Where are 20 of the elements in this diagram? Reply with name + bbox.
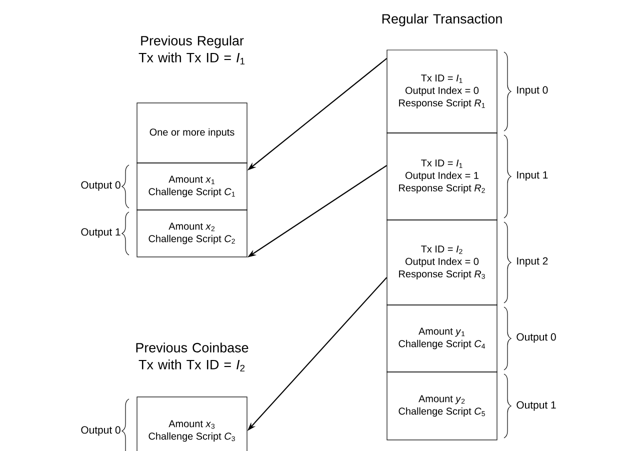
record-cell: Tx ID = I$_{1}$ Output Index = 1 Response Script R$_{2}$ [386, 132, 498, 220]
brace-label: Output 1 [81, 228, 120, 238]
heading: Previous Regular Tx with Tx ID = I$_{1}$ [138, 36, 245, 64]
heading: Previous Coinbase Tx with Tx ID = I$_{2}$ [136, 342, 248, 372]
record-cell: Amount x$_{3}$ Challenge Script C$_{3}$ [136, 396, 248, 451]
record-cell: Amount y$_{2}$ Challenge Script C$_{5}$ [386, 372, 498, 440]
heading: Regular Transaction [382, 14, 502, 26]
brace-label: Output 0 [516, 333, 556, 343]
record-cell: Tx ID = I$_{1}$ Output Index = 0 Response Script R$_{1}$ [386, 50, 498, 134]
brace-label: Input 2 [517, 257, 548, 267]
record-cell: Tx ID = I$_{2}$ Output Index = 0 Response Script R$_{3}$ [386, 220, 498, 306]
record-cell: One or more inputs [136, 102, 248, 164]
brace-label: Output 0 [81, 426, 120, 436]
brace-label: Output 1 [516, 401, 556, 411]
brace-label: Output 0 [81, 181, 120, 191]
record-cell: Amount y$_{1}$ Challenge Script C$_{4}$ [386, 304, 498, 372]
brace-label: Input 1 [517, 171, 548, 181]
brace-label: Input 0 [517, 86, 548, 96]
record-cell: Amount x$_{2}$ Challenge Script C$_{2}$ [136, 210, 248, 258]
record-cell: Amount x$_{1}$ Challenge Script C$_{1}$ [136, 162, 248, 210]
